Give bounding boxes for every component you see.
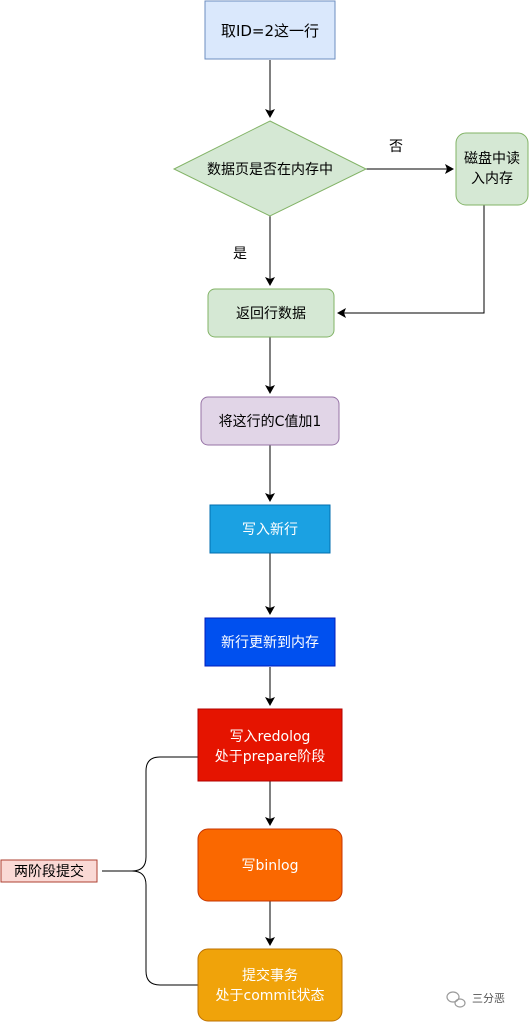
node-decision: 数据页是否在内存中: [172, 120, 368, 217]
node-take-row-label: 取ID=2这一行: [221, 22, 319, 40]
node-take-row: 取ID=2这一行: [204, 0, 336, 60]
node-binlog-label: 写binlog: [242, 858, 299, 874]
node-commit: 提交事务 处于commit状态: [197, 948, 343, 1022]
node-update-memory-box: [204, 617, 336, 667]
edge-label-no: 否: [389, 139, 403, 155]
node-commit-label-2: 处于commit状态: [216, 988, 325, 1004]
node-decision-shape: [172, 120, 368, 217]
node-write-new-row-box: [209, 504, 331, 554]
node-return-row-box: [207, 288, 335, 338]
node-add-one-label: 将这行的C值加1: [219, 413, 322, 430]
node-decision-label: 数据页是否在内存中: [207, 162, 333, 178]
node-redolog-label-2: 处于prepare阶段: [215, 749, 325, 765]
node-commit-label-1: 提交事务: [242, 967, 298, 984]
node-binlog-box: [197, 828, 343, 902]
node-write-new-row-label: 写入新行: [242, 522, 298, 538]
node-update-memory-label: 新行更新到内存: [221, 635, 319, 651]
node-add-one: 将这行的C值加1: [200, 396, 340, 446]
node-read-disk-label-2: 入内存: [471, 171, 513, 187]
node-add-one-box: [200, 396, 340, 446]
two-phase-brace: [102, 756, 198, 986]
two-phase-label: 两阶段提交: [0, 859, 98, 883]
node-return-row: 返回行数据: [207, 288, 335, 338]
two-phase-label-text: 两阶段提交: [14, 863, 84, 880]
node-redolog-label-1: 写入redolog: [230, 729, 311, 745]
two-phase-label-box: [0, 859, 98, 883]
watermark: 三分恶: [446, 991, 505, 1008]
node-write-new-row: 写入新行: [209, 504, 331, 554]
edges: [102, 60, 485, 986]
node-binlog: 写binlog: [197, 828, 343, 902]
edge-disk-to-return: [337, 205, 485, 318]
edge-label-yes: 是: [233, 246, 247, 262]
node-return-row-label: 返回行数据: [236, 306, 306, 322]
node-redolog-box: [197, 708, 343, 782]
node-read-disk-label-1: 磁盘中读: [464, 150, 520, 167]
watermark-text: 三分恶: [472, 992, 505, 1005]
node-commit-box: [197, 948, 343, 1022]
node-read-disk: 磁盘中读 入内存: [455, 132, 529, 206]
wechat-icon: [446, 991, 466, 1008]
node-redolog: 写入redolog 处于prepare阶段: [197, 708, 343, 782]
node-take-row-box: [204, 0, 336, 60]
node-update-memory: 新行更新到内存: [204, 617, 336, 667]
node-read-disk-box: [455, 132, 529, 206]
